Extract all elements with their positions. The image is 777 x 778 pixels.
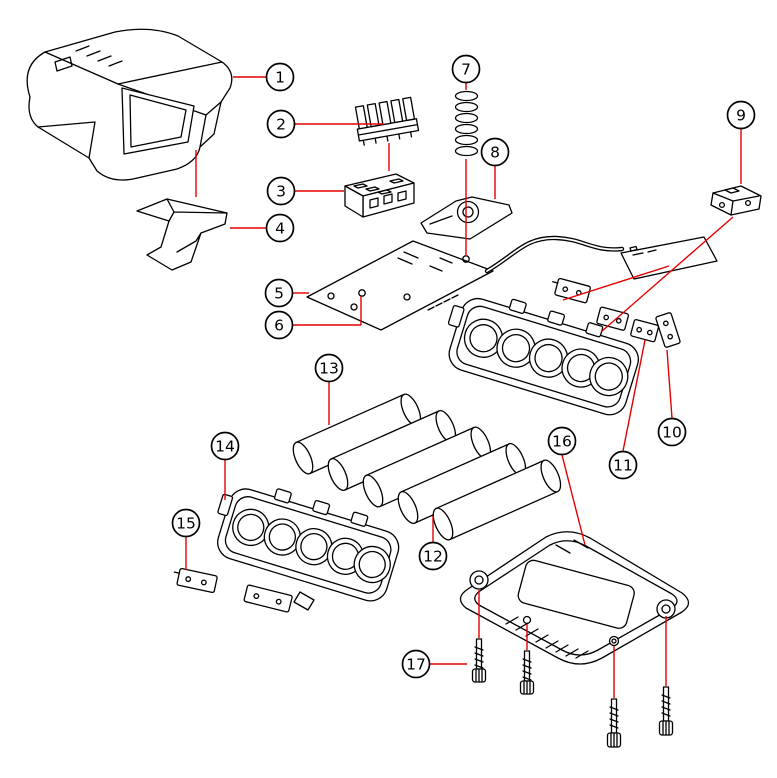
callout-number: 6 <box>274 316 284 334</box>
callout-5: 5 <box>264 278 294 308</box>
callout-circle <box>266 176 296 206</box>
callout-number: 13 <box>319 359 339 377</box>
part-battery-cells <box>292 393 562 541</box>
part-spring <box>454 90 479 157</box>
callout-circle <box>401 649 431 679</box>
callout-13: 13 <box>314 353 344 383</box>
part-cell-holder-lower <box>217 488 400 602</box>
part-connector <box>710 185 762 216</box>
callout-circle <box>171 508 201 538</box>
callout-16: 16 <box>547 426 577 456</box>
callout-number: 1 <box>275 68 285 86</box>
callout-number: 5 <box>274 284 284 302</box>
wire-cable <box>484 235 625 274</box>
callout-10: 10 <box>657 417 687 447</box>
screw-3 <box>606 698 622 748</box>
callout-number: 8 <box>490 143 500 161</box>
part-terminal-holder <box>344 173 415 218</box>
leader-line <box>666 349 673 419</box>
callout-2: 2 <box>266 109 296 139</box>
callout-number: 7 <box>461 60 471 78</box>
part-nickel-strips-upper <box>552 277 681 348</box>
callout-14: 14 <box>210 431 240 461</box>
callout-17: 17 <box>401 649 431 679</box>
callout-11: 11 <box>608 450 638 480</box>
part-terminal-block <box>354 96 420 146</box>
callout-number: 15 <box>176 514 196 532</box>
callout-number: 10 <box>662 423 682 441</box>
leader-line <box>600 216 734 333</box>
callout-circle <box>451 54 481 84</box>
part-cell-holder-upper <box>447 297 639 416</box>
label-plate <box>620 236 718 280</box>
callout-number: 12 <box>423 547 443 565</box>
leader-line <box>622 339 646 452</box>
callout-number: 11 <box>613 456 633 474</box>
leader-line <box>561 454 586 546</box>
callout-number: 16 <box>552 432 572 450</box>
part-bottom-housing <box>459 531 690 665</box>
callout-circle <box>608 450 638 480</box>
part-nickel-strips-lower <box>173 567 315 613</box>
part-bracket-cover <box>136 198 228 271</box>
callout-number: 14 <box>215 437 235 455</box>
callout-number: 4 <box>275 219 285 237</box>
callout-9: 9 <box>726 100 756 130</box>
leader-line <box>562 265 670 301</box>
callout-circle <box>264 310 294 340</box>
callout-circle <box>265 62 295 92</box>
callout-circle <box>265 213 295 243</box>
part-top-housing-cover <box>26 28 233 181</box>
callout-circle <box>480 137 510 167</box>
callout-number: 17 <box>406 655 426 673</box>
screw-2 <box>519 650 535 695</box>
callout-number: 3 <box>276 182 286 200</box>
callout-circle <box>547 426 577 456</box>
callout-circle <box>210 431 240 461</box>
callout-circle <box>657 417 687 447</box>
callout-number: 9 <box>736 106 746 124</box>
callout-1: 1 <box>265 62 295 92</box>
callout-circle <box>314 353 344 383</box>
callout-circle <box>266 109 296 139</box>
callout-circle <box>418 541 448 571</box>
part-screws <box>471 638 674 748</box>
part-circuit-board <box>306 240 494 331</box>
callout-7: 7 <box>451 54 481 84</box>
leader-lines-layer <box>185 76 742 698</box>
callout-number: 2 <box>276 115 286 133</box>
callout-circle <box>726 100 756 130</box>
screw-4 <box>658 686 674 736</box>
callout-15: 15 <box>171 508 201 538</box>
screw-1 <box>471 638 487 683</box>
callout-8: 8 <box>480 137 510 167</box>
callout-6: 6 <box>264 310 294 340</box>
callout-12: 12 <box>418 541 448 571</box>
callout-circle <box>264 278 294 308</box>
callout-4: 4 <box>265 213 295 243</box>
callout-3: 3 <box>266 176 296 206</box>
